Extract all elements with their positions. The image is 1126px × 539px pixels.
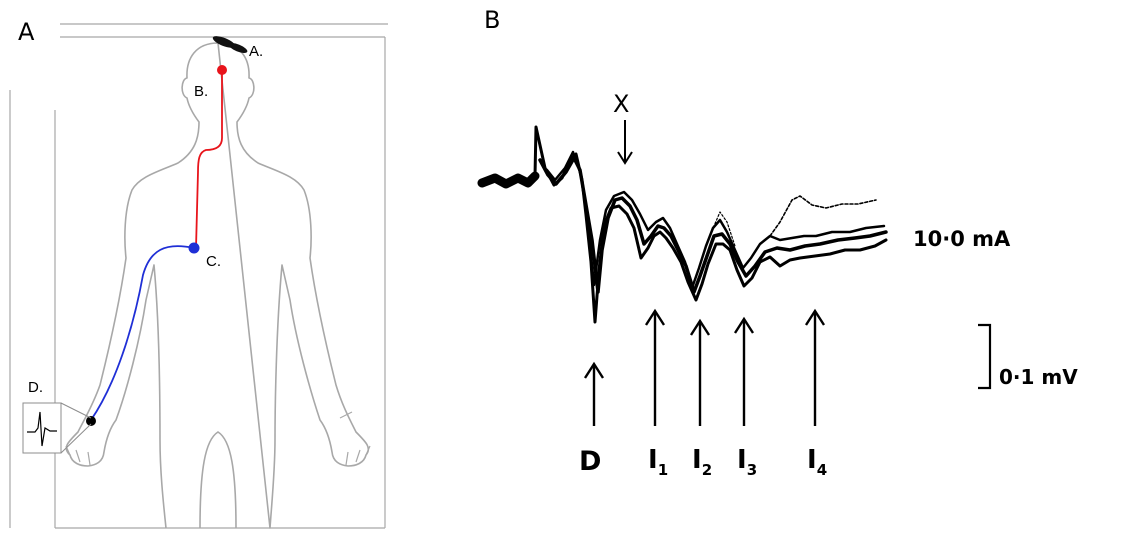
body-crotch-outline: [199, 431, 237, 529]
marker-c-label: C.: [206, 253, 221, 270]
marker-d-label: D.: [28, 379, 43, 396]
coil-icon: [212, 36, 248, 53]
peak-label-i1: I1: [648, 445, 668, 479]
scale-bar-label: 0·1 mV: [999, 365, 1078, 389]
hand-fingers-right: [339, 411, 371, 466]
stim-arrow-icon: [617, 120, 633, 165]
peak-label-i2: I2: [692, 445, 712, 479]
upper-path-line: [195, 70, 223, 249]
peak-label-i3: I3: [737, 445, 757, 479]
marker-b-label: B.: [194, 83, 208, 100]
inset-pointer-top: [60, 402, 92, 419]
arrow-up-icon-i2: [689, 318, 711, 426]
peak-labels: D I1 I2 I3 I4: [579, 445, 827, 479]
arrow-up-icon-d: [583, 361, 605, 426]
panel-a-letter: A: [18, 18, 35, 46]
arrow-up-icon-i3: [733, 316, 755, 426]
panel-a: A. B. C. D.: [9, 23, 388, 529]
stim-intensity-label: 10·0 mA: [913, 227, 1011, 251]
panel-b: X 10·0 mA 0·1 mV: [477, 90, 1078, 479]
lower-path-line: [90, 245, 195, 421]
peak-label-d: D: [579, 446, 601, 477]
inset-pointer-bottom: [60, 423, 92, 454]
arrow-up-icon-i4: [804, 308, 826, 426]
inset-waveform: [27, 411, 57, 447]
scale-bar: [978, 323, 992, 390]
body-outline: [65, 42, 370, 529]
peak-arrows: [583, 308, 826, 426]
point-d: [86, 416, 96, 426]
stim-marker: X: [613, 90, 629, 118]
marker-a-label: A.: [249, 43, 263, 60]
panel-a-frame: [9, 23, 388, 529]
arrow-up-icon-i1: [644, 308, 666, 426]
emg-traces: [477, 125, 888, 324]
point-b: [217, 65, 227, 75]
point-c: [188, 242, 200, 254]
peak-label-i4: I4: [807, 445, 827, 479]
panel-b-letter: B: [484, 6, 501, 34]
